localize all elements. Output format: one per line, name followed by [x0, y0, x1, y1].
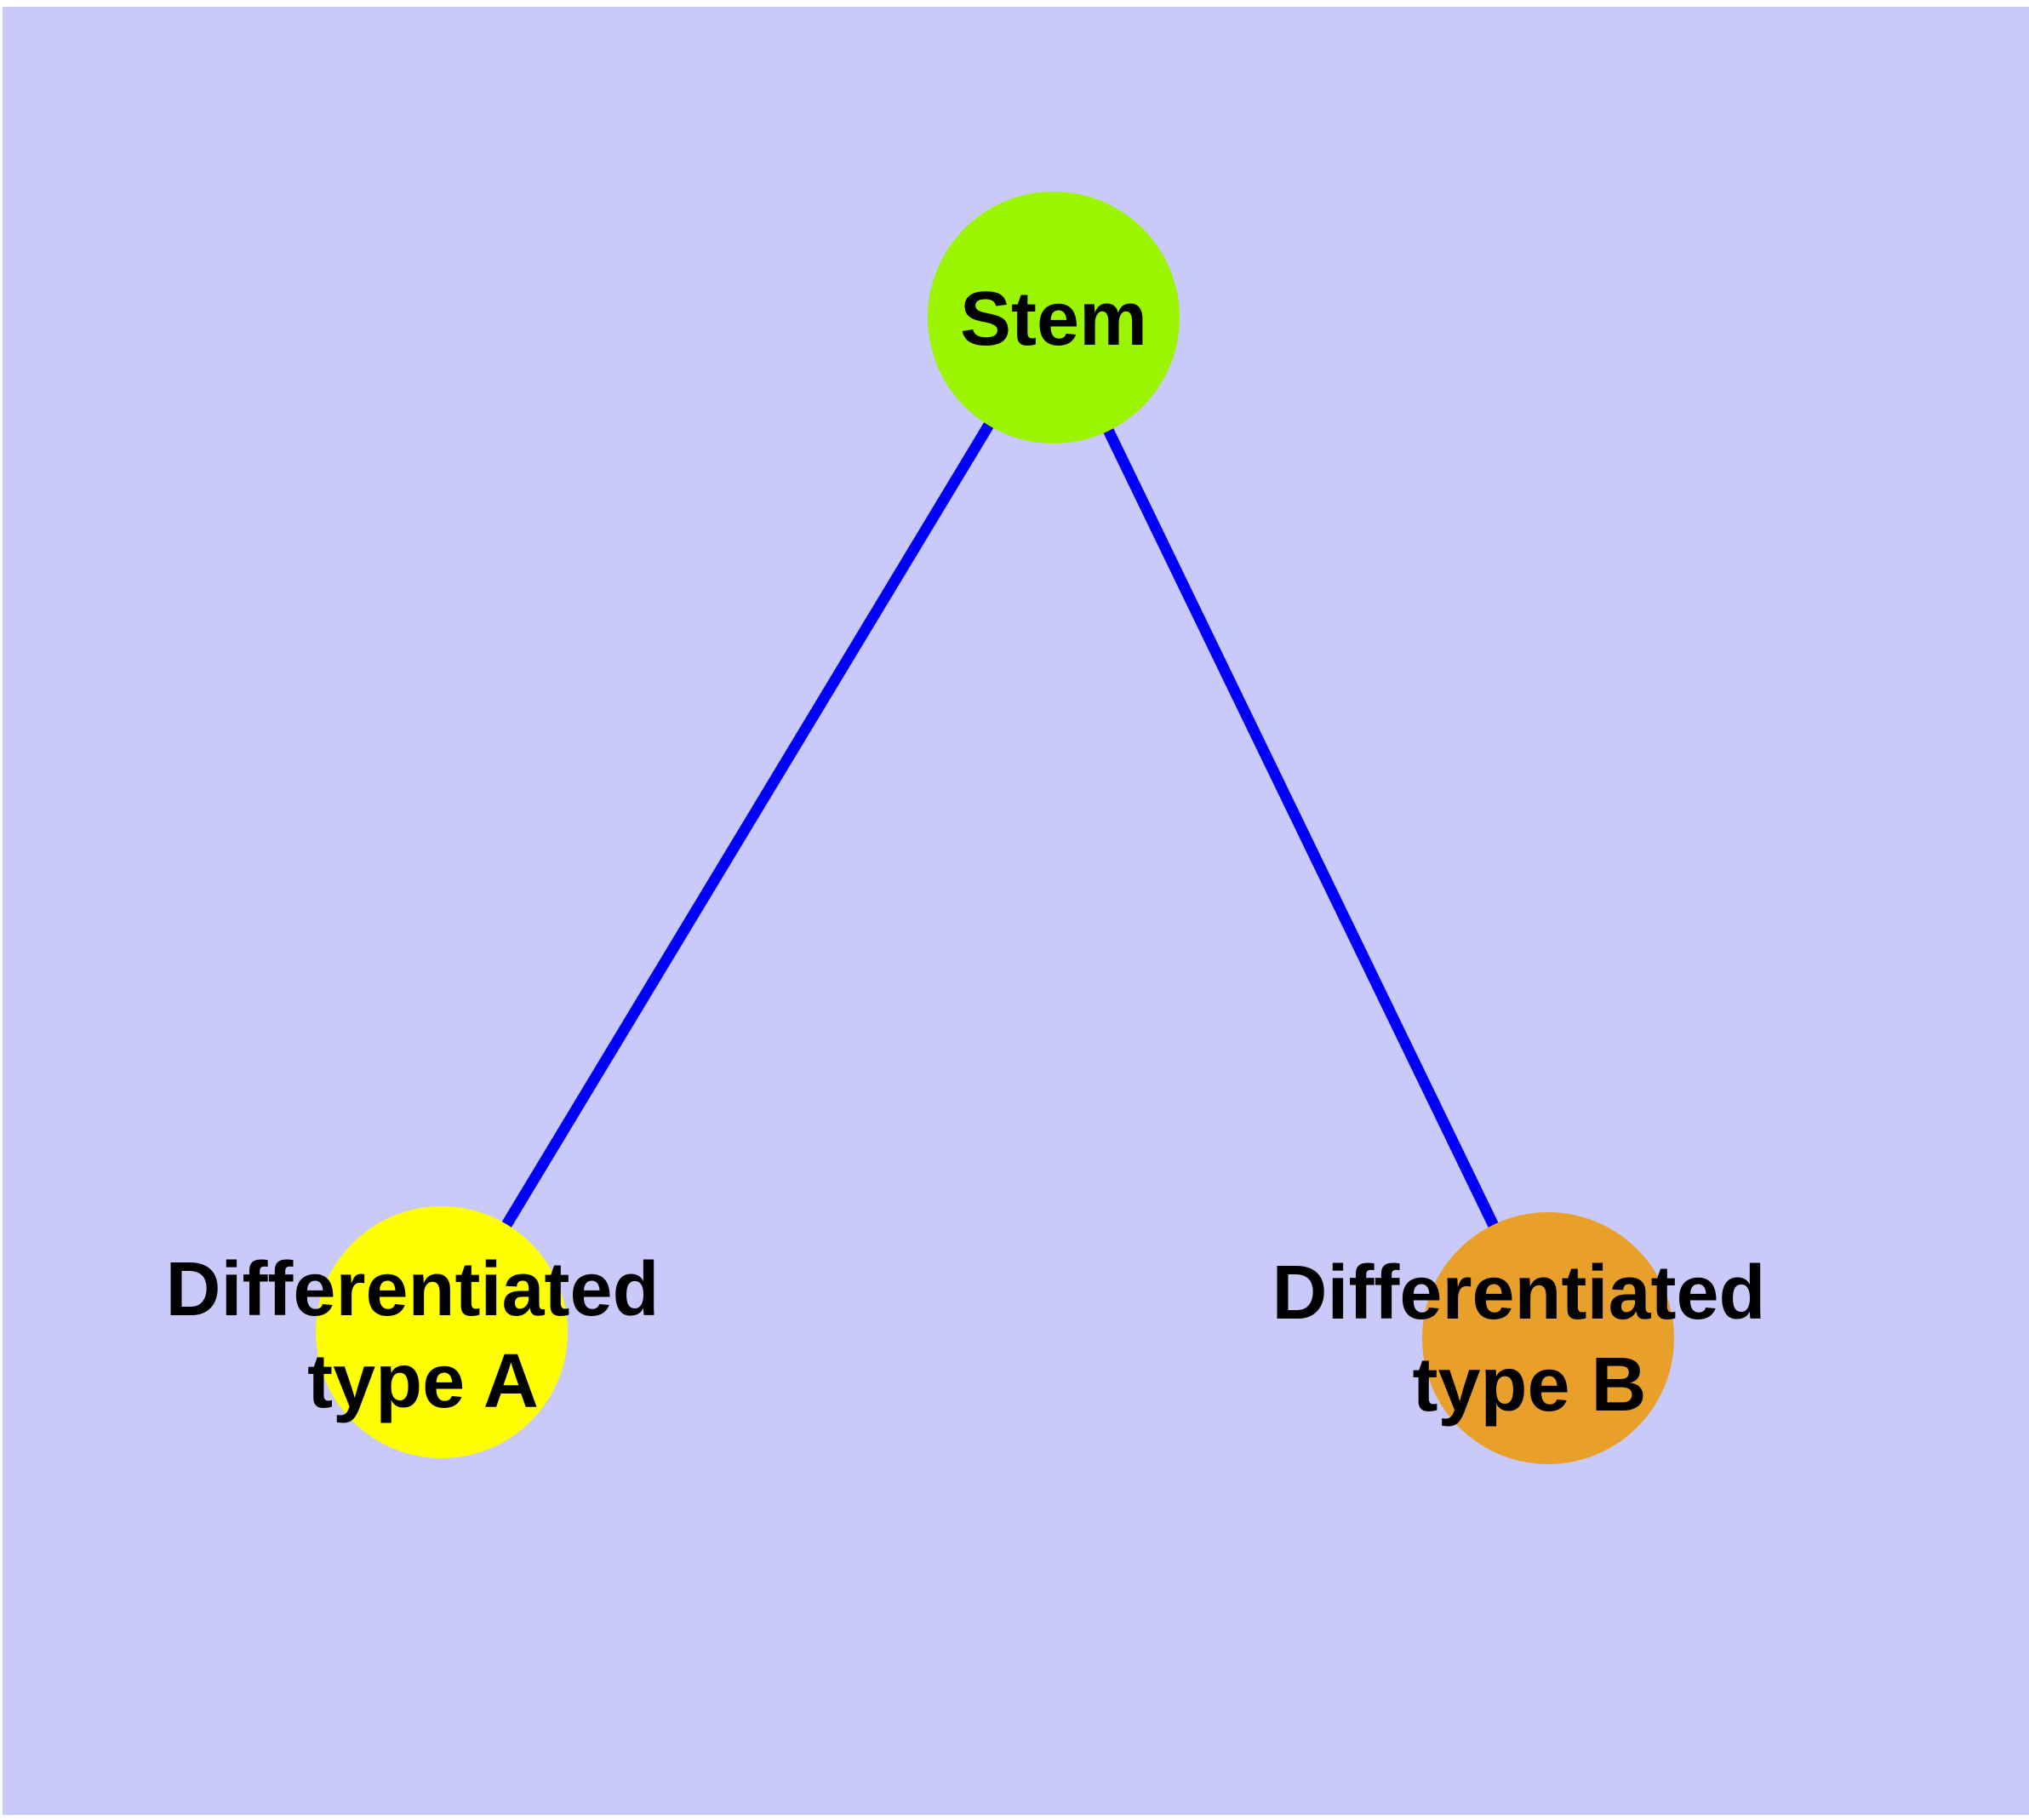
node-type-a-circle — [316, 1206, 568, 1458]
node-stem-circle — [928, 192, 1180, 444]
node-type-b-label-line2: type B — [1412, 1342, 1646, 1428]
node-stem-label: Stem — [960, 277, 1147, 362]
node-type-a-label: Differentiated type A — [165, 1247, 680, 1424]
node-type-b-label-line1: Differentiated — [1272, 1251, 1765, 1336]
node-type-b-circle — [1422, 1212, 1674, 1464]
node-type-a-label-line2: type A — [307, 1339, 539, 1424]
node-type-a-label-line1: Differentiated — [165, 1247, 659, 1332]
edge-stem-to-type-b — [1049, 315, 1553, 1341]
edge-stem-to-type-a — [437, 314, 1059, 1336]
node-type-b-label: Differentiated type B — [1272, 1251, 1786, 1428]
